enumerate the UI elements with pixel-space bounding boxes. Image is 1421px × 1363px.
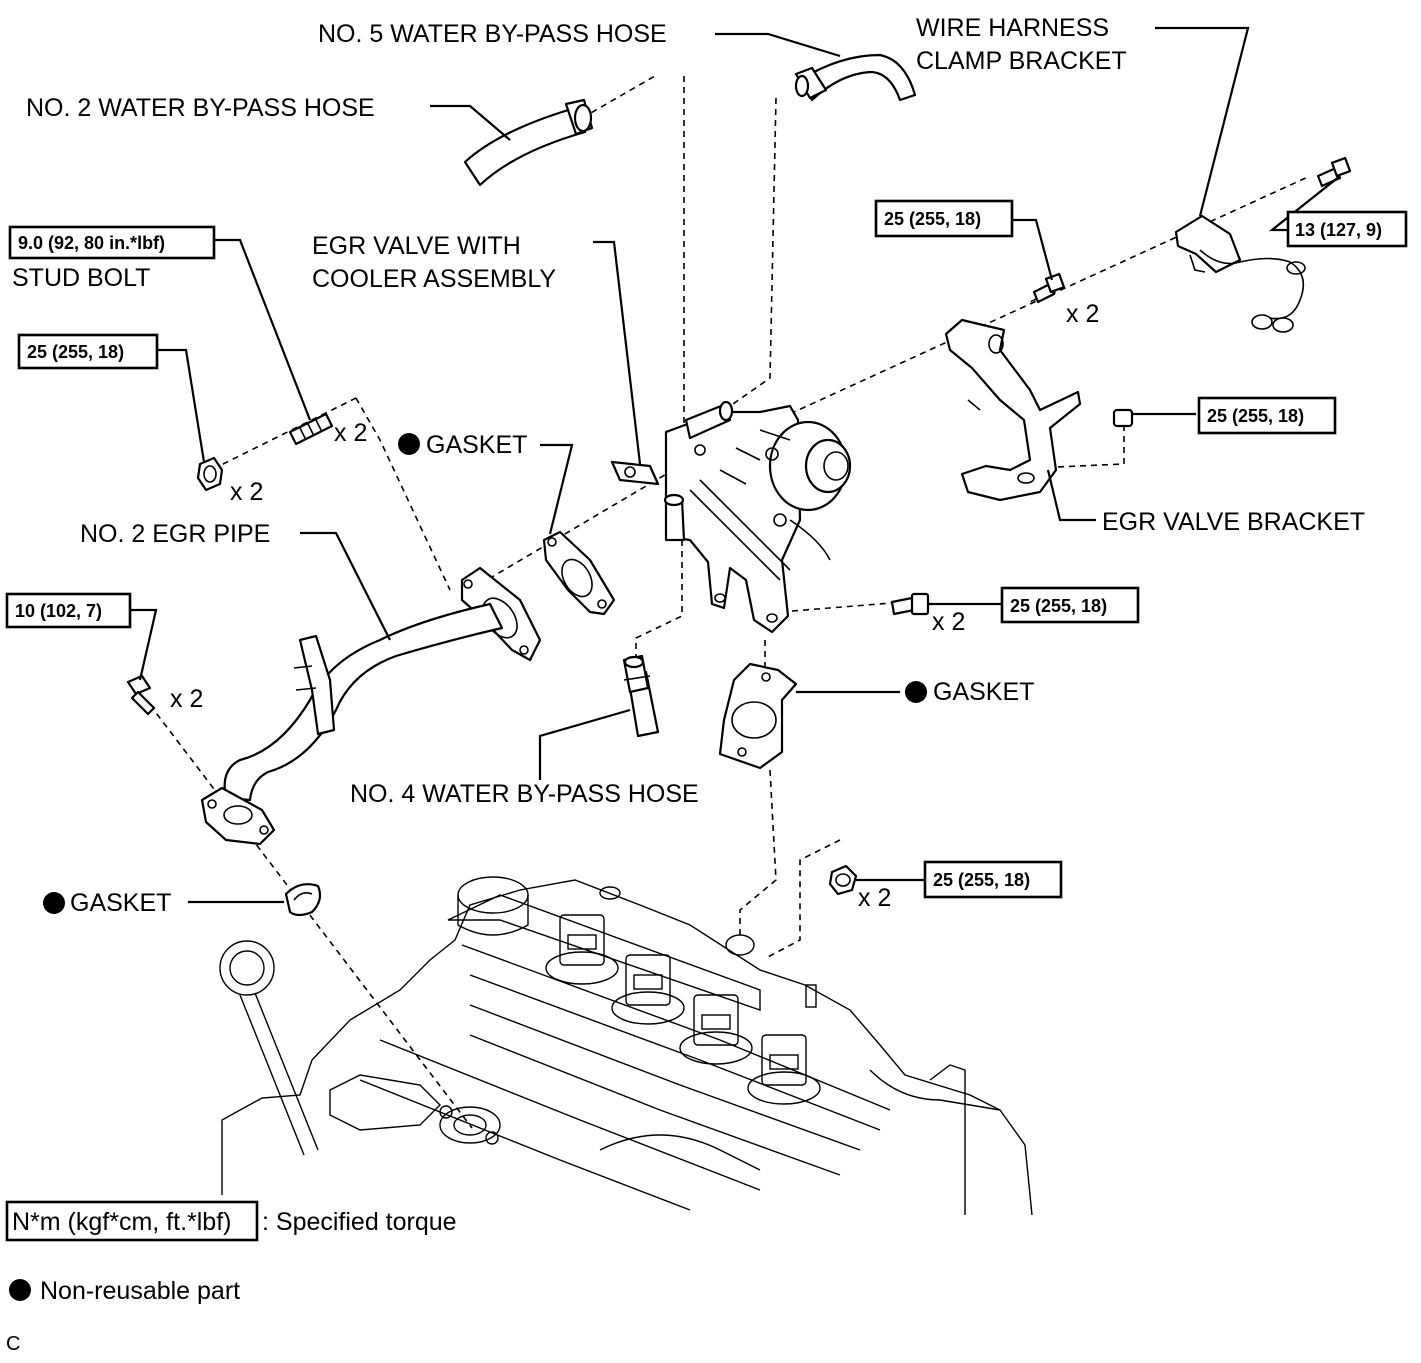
label-no2-egr-pipe: NO. 2 EGR PIPE	[80, 520, 270, 548]
label-gasket-mid: GASKET	[933, 678, 1034, 706]
legend-nonreusable-text: Non-reusable part	[40, 1277, 240, 1305]
label-wire-harness-line1: WIRE HARNESS	[916, 14, 1109, 42]
part-labels: NO. 5 WATER BY-PASS HOSE WIRE HARNESS CL…	[12, 14, 1365, 917]
bolt-valve	[890, 592, 930, 616]
bolt-left	[126, 674, 156, 716]
torque-nut-left: 25 (255, 18)	[17, 333, 159, 370]
oil-dipstick	[219, 940, 319, 1156]
nut-left	[196, 456, 224, 492]
label-no5-water-bypass-hose: NO. 5 WATER BY-PASS HOSE	[318, 20, 667, 48]
stud-bolt	[288, 412, 334, 446]
no2-egr-pipe	[200, 566, 542, 846]
torque-bolt-left: 10 (102, 7)	[5, 592, 132, 629]
label-gasket-lower: GASKET	[70, 889, 171, 917]
nonreusable-dot-gasket-mid	[905, 681, 927, 703]
legend-torque-unit: N*m (kgf*cm, ft.*lbf)	[12, 1208, 231, 1236]
gasket-upper-part	[542, 530, 616, 616]
bolt-harness	[1316, 156, 1352, 188]
qty-nut-right: x 2	[858, 884, 891, 912]
label-wire-harness-line2: CLAMP BRACKET	[916, 47, 1127, 75]
gasket-mid-part	[718, 662, 798, 770]
qty-valve-bolt: x 2	[932, 608, 965, 636]
corner-mark: C	[6, 1333, 20, 1355]
ignition-coil-1	[545, 914, 619, 985]
qty-bolt-left: x 2	[170, 685, 203, 713]
torque-bracket-nut-text: 25 (255, 18)	[1207, 406, 1304, 426]
ignition-coil-2	[611, 954, 685, 1025]
egr-valve-cooler-assembly	[610, 400, 852, 634]
engine-block	[219, 876, 1033, 1216]
legend-torque-desc: : Specified torque	[262, 1208, 457, 1236]
torque-bracket-bolt-text: 25 (255, 18)	[884, 209, 981, 229]
torque-stud: 9.0 (92, 80 in.*lbf)	[8, 225, 216, 260]
egr-valve-bracket	[944, 318, 1082, 502]
nonreusable-dot-gasket-lower	[43, 892, 65, 914]
torque-bracket-nut: 25 (255, 18)	[1197, 396, 1337, 435]
torque-bracket-bolt: 25 (255, 18)	[874, 199, 1014, 238]
label-egr-valve-line1: EGR VALVE WITH	[312, 232, 521, 260]
torque-nut-right-text: 25 (255, 18)	[933, 870, 1030, 890]
torque-valve-bolt: 25 (255, 18)	[1000, 586, 1140, 624]
legend: N*m (kgf*cm, ft.*lbf) : Specified torque…	[5, 1200, 457, 1355]
label-egr-valve-bracket: EGR VALVE BRACKET	[1102, 508, 1365, 536]
torque-nut-right: 25 (255, 18)	[923, 860, 1063, 899]
ignition-coil-3	[679, 994, 753, 1065]
leader-lines	[130, 26, 1341, 904]
wire-harness-clamp-bracket	[1174, 214, 1306, 333]
torque-nut-left-text: 25 (255, 18)	[27, 342, 124, 362]
qty-nut-left: x 2	[230, 478, 263, 506]
torque-bolt-left-text: 10 (102, 7)	[15, 601, 102, 621]
nut-right	[828, 864, 858, 896]
ignition-coil-4	[747, 1034, 821, 1105]
torque-harness-bolt-text: 13 (127, 9)	[1295, 220, 1382, 240]
no5-water-bypass-hose	[794, 53, 917, 102]
qty-bracket-bolt: x 2	[1066, 300, 1099, 328]
no2-water-bypass-hose	[463, 98, 594, 187]
torque-harness-bolt: 13 (127, 9)	[1286, 210, 1408, 248]
qty-stud: x 2	[334, 419, 367, 447]
label-stud-bolt: STUD BOLT	[12, 264, 150, 292]
bolt-bracket	[1032, 272, 1066, 304]
legend-nonreusable-dot	[9, 1279, 31, 1301]
label-no2-water-bypass-hose: NO. 2 WATER BY-PASS HOSE	[26, 94, 375, 122]
torque-valve-bolt-text: 25 (255, 18)	[1010, 596, 1107, 616]
no4-water-bypass-hose	[622, 654, 660, 738]
torque-stud-text: 9.0 (92, 80 in.*lbf)	[18, 233, 165, 253]
gasket-lower-part	[284, 883, 322, 917]
legend-torque-box	[5, 1200, 259, 1242]
label-no4-water-bypass-hose: NO. 4 WATER BY-PASS HOSE	[350, 780, 699, 808]
label-egr-valve-line2: COOLER ASSEMBLY	[312, 265, 556, 293]
assembly-lines	[149, 75, 1311, 1129]
nonreusable-markers	[43, 433, 927, 914]
label-gasket-upper: GASKET	[426, 431, 527, 459]
nonreusable-dot-gasket-upper	[398, 433, 420, 455]
nut-bracket	[1112, 408, 1134, 428]
